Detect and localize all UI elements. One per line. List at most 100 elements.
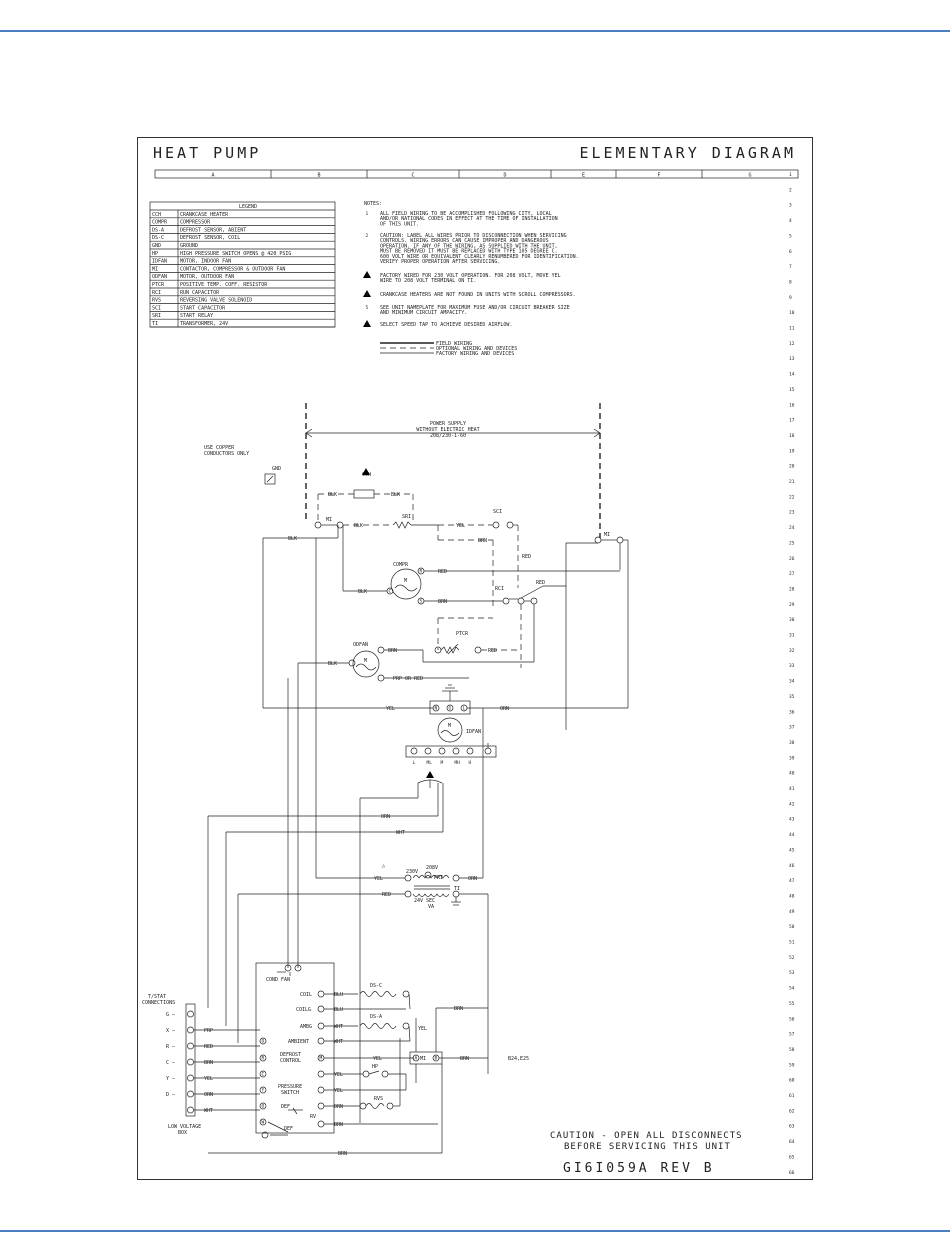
row-number: 50 — [789, 924, 795, 930]
svg-text:PRP OR RED: PRP OR RED — [393, 676, 423, 682]
svg-text:BRN: BRN — [460, 1056, 469, 1062]
row-number: 32 — [789, 648, 795, 654]
note-line: OF THIS UNIT. — [380, 221, 419, 227]
svg-text:RED: RED — [536, 580, 545, 586]
compressor-circuit: MI BLK SRI YEL SCI RED BRN MI COMPR M — [314, 509, 628, 730]
defrost-control-label1: DEFROST — [280, 1052, 301, 1058]
svg-text:ORN: ORN — [204, 1092, 213, 1098]
ground-terminal: GND — [264, 466, 281, 485]
power-supply: POWER SUPPLY WITHOUT ELECTRIC HEAT 208/2… — [204, 403, 601, 538]
row-number: 61 — [789, 1093, 795, 1099]
svg-text:N: N — [435, 706, 438, 712]
row-number: 54 — [789, 986, 795, 992]
svg-text:BLK: BLK — [328, 661, 337, 667]
caution-line2: BEFORE SERVICING THIS UNIT — [564, 1142, 731, 1152]
copper-note-line1: USE COPPER — [204, 445, 235, 451]
svg-text:G: G — [449, 706, 452, 712]
row-number: 57 — [789, 1032, 795, 1038]
row-number: 37 — [789, 725, 795, 731]
row-number: 64 — [789, 1139, 795, 1145]
svg-text:MI: MI — [604, 532, 610, 538]
column-label: G — [748, 173, 751, 179]
compr-label: COMPR — [393, 562, 409, 568]
note-line: SELECT SPEED TAP TO ACHIEVE DESIRED AIRF… — [380, 322, 512, 328]
svg-text:BLK: BLK — [288, 536, 297, 542]
row-number: 18 — [789, 433, 795, 439]
row-number: 5 — [789, 233, 792, 239]
row-number: 6 — [789, 249, 792, 255]
svg-text:WHT: WHT — [396, 830, 405, 836]
note-line: FACTORY WIRED FOR 230 VOLT OPERATION. FO… — [380, 273, 561, 279]
legend-code: DS-C — [152, 235, 164, 241]
tstat-term: D — — [166, 1092, 176, 1098]
svg-text:R: R — [420, 569, 423, 575]
legend-code: RVS — [152, 298, 161, 304]
pri-label: PRI — [434, 875, 443, 881]
note-line: WIRE TO 208 VOLT TERMINAL ON TI. — [380, 278, 476, 284]
row-number: 48 — [789, 893, 795, 899]
svg-text:BLU: BLU — [334, 1007, 343, 1013]
svg-text:M: M — [448, 723, 451, 729]
row-number: 33 — [789, 663, 795, 669]
power-supply-line3: 208/230-1-60 — [430, 433, 466, 439]
svg-text:BLK: BLK — [358, 589, 367, 595]
speed-tap-label: ML — [427, 760, 433, 766]
b24-ref: B24,E25 — [508, 1056, 529, 1062]
crankcase-heater: CCH BLK BLK — [317, 468, 414, 523]
svg-text:MI: MI — [420, 1056, 426, 1062]
svg-text:O: O — [262, 1039, 265, 1045]
outdoor-fan-motor — [352, 650, 380, 678]
svg-text:O: O — [262, 1104, 265, 1110]
svg-text:ORN: ORN — [334, 1104, 343, 1110]
row-number: 34 — [789, 679, 795, 685]
row-number: 58 — [789, 1047, 795, 1053]
key-factory-wiring: FACTORY WIRING AND DEVICES — [436, 351, 514, 357]
row-number: 4 — [789, 218, 792, 224]
row-number: 17 — [789, 418, 795, 424]
note-line: CONTROLS. WIRING ERRORS CAN CAUSE IMPROP… — [380, 238, 549, 244]
row-number: 31 — [789, 633, 795, 639]
svg-text:BLK: BLK — [354, 523, 363, 529]
svg-text:WHT: WHT — [204, 1108, 213, 1114]
legend-code: COMPR — [152, 220, 168, 226]
row-number: 3 — [789, 203, 792, 209]
svg-text:RED: RED — [488, 648, 497, 654]
sci-label: SCI — [493, 509, 502, 515]
svg-text:RED: RED — [204, 1044, 213, 1050]
tstat-term: G — — [166, 1012, 176, 1018]
note-line: SEE UNIT NAMEPLATE FOR MAXIMUM FUSE AND/… — [380, 305, 570, 311]
svg-text:RED: RED — [438, 569, 447, 575]
idfan-label: IDFAN — [466, 729, 481, 735]
row-number: 13 — [789, 356, 795, 362]
copper-note-line2: CONDUCTORS ONLY — [204, 451, 249, 457]
tstat-label2: CONNECTIONS — [142, 1000, 175, 1006]
svg-text:YEL: YEL — [374, 876, 383, 882]
row-number: 10 — [789, 310, 795, 316]
svg-text:BLK: BLK — [391, 492, 400, 498]
row-number: 8 — [789, 279, 792, 285]
note-mark: 2 — [366, 233, 369, 239]
legend-desc: CONTACTOR, COMPRESSOR & OUTDOOR FAN — [180, 266, 285, 272]
defrost-control-box — [255, 962, 335, 1134]
svg-text:M: M — [404, 578, 407, 584]
legend-code: CCH — [152, 212, 161, 218]
svg-text:BRN: BRN — [388, 648, 397, 654]
tstat-term: R — — [166, 1044, 176, 1050]
row-number: 38 — [789, 740, 795, 746]
svg-text:YEL: YEL — [334, 1088, 343, 1094]
svg-text:YEL: YEL — [373, 1056, 382, 1062]
legend-desc: POSITIVE TEMP. COFF. RESISTOR — [180, 282, 268, 288]
tstat-label1: T/STAT — [148, 994, 166, 1000]
row-number: 66 — [789, 1170, 795, 1176]
defrost-control: COND FAN COIL BLU COILG BLU DS-C AMBG WH… — [208, 962, 529, 1157]
svg-text:A: A — [415, 1056, 418, 1062]
svg-text:YEL: YEL — [204, 1076, 213, 1082]
top-rule — [0, 30, 950, 32]
indoor-fan-motor — [437, 717, 463, 743]
ambg-label: AMBG — [300, 1024, 312, 1030]
tstat-term: X — — [166, 1028, 176, 1034]
row-number: 55 — [789, 1001, 795, 1007]
legend-desc: CRANKCASE HEATER — [180, 212, 229, 218]
note-line: CRANKCASE HEATERS ARE NOT FOUND IN UNITS… — [380, 292, 576, 298]
